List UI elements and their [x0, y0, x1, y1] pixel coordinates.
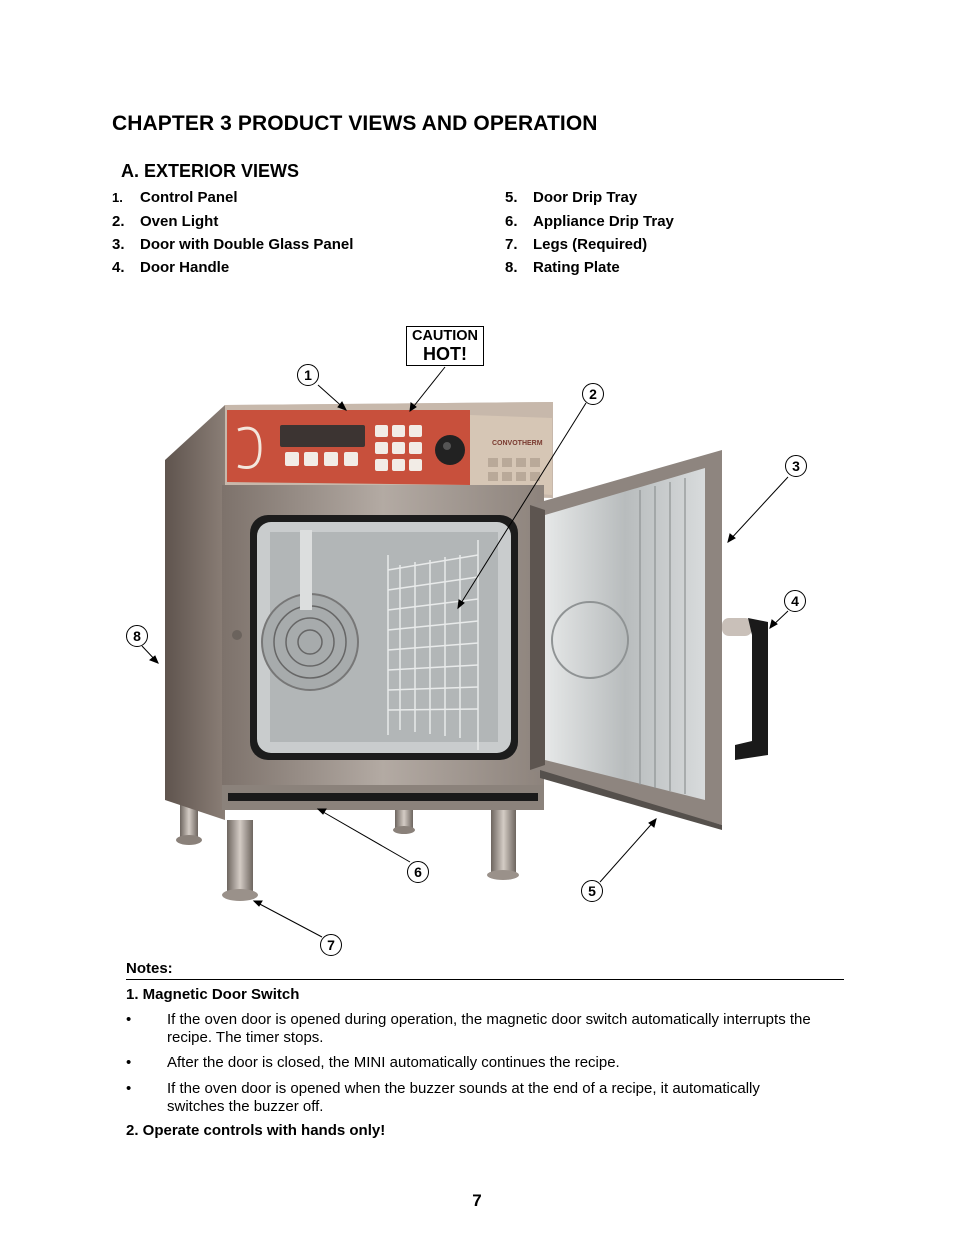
page-number: 7 — [472, 1191, 482, 1210]
leader-lines — [141, 366, 789, 938]
notes-heading: Notes: — [126, 960, 173, 977]
callout-1: 1 — [297, 364, 319, 386]
list-item: 2.Oven Light — [112, 213, 219, 230]
chapter-title: CHAPTER 3 PRODUCT VIEWS AND OPERATION — [112, 112, 598, 135]
list-item: 1.Control Panel — [112, 189, 238, 206]
caution-hot-label: CAUTION HOT! — [406, 326, 484, 366]
control-knob — [435, 435, 465, 465]
notes-divider — [126, 979, 844, 980]
callout-8: 8 — [126, 625, 148, 647]
list-item: 4.Door Handle — [112, 259, 230, 276]
callout-7: 7 — [320, 934, 342, 956]
oven-rack — [387, 540, 479, 750]
callout-3: 3 — [785, 455, 807, 477]
oven-side-panel — [165, 405, 225, 820]
section-title: A. EXTERIOR VIEWS — [121, 161, 300, 181]
callout-5: 5 — [581, 880, 603, 902]
brand-plate: CONVOTHERM — [492, 440, 543, 447]
list-item: • If the oven door is opened when the bu… — [126, 1080, 760, 1115]
list-item: 8.Rating Plate — [505, 259, 620, 276]
oven-door — [530, 450, 722, 825]
list-item: 7.Legs (Required) — [505, 236, 648, 253]
control-panel: CONVOTHERM — [225, 402, 553, 498]
note1-title: 1. Magnetic Door Switch — [126, 986, 300, 1003]
callout-6: 6 — [407, 861, 429, 883]
list-item: 6.Appliance Drip Tray — [505, 213, 674, 230]
list-item: • If the oven door is opened during oper… — [126, 1011, 811, 1046]
list-item: 3.Door with Double Glass Panel — [112, 236, 354, 253]
oven-illustration: CONVOTHERM — [141, 366, 789, 938]
rating-plate-marker — [232, 630, 242, 640]
callout-2: 2 — [582, 383, 604, 405]
list-item: • After the door is closed, the MINI aut… — [126, 1054, 620, 1071]
oven-legs — [176, 795, 519, 901]
note2-title: 2. Operate controls with hands only! — [126, 1122, 386, 1139]
callout-4: 4 — [784, 590, 806, 612]
door-drip-tray — [540, 770, 722, 830]
list-item: 5.Door Drip Tray — [505, 189, 638, 206]
door-handle — [722, 618, 768, 760]
